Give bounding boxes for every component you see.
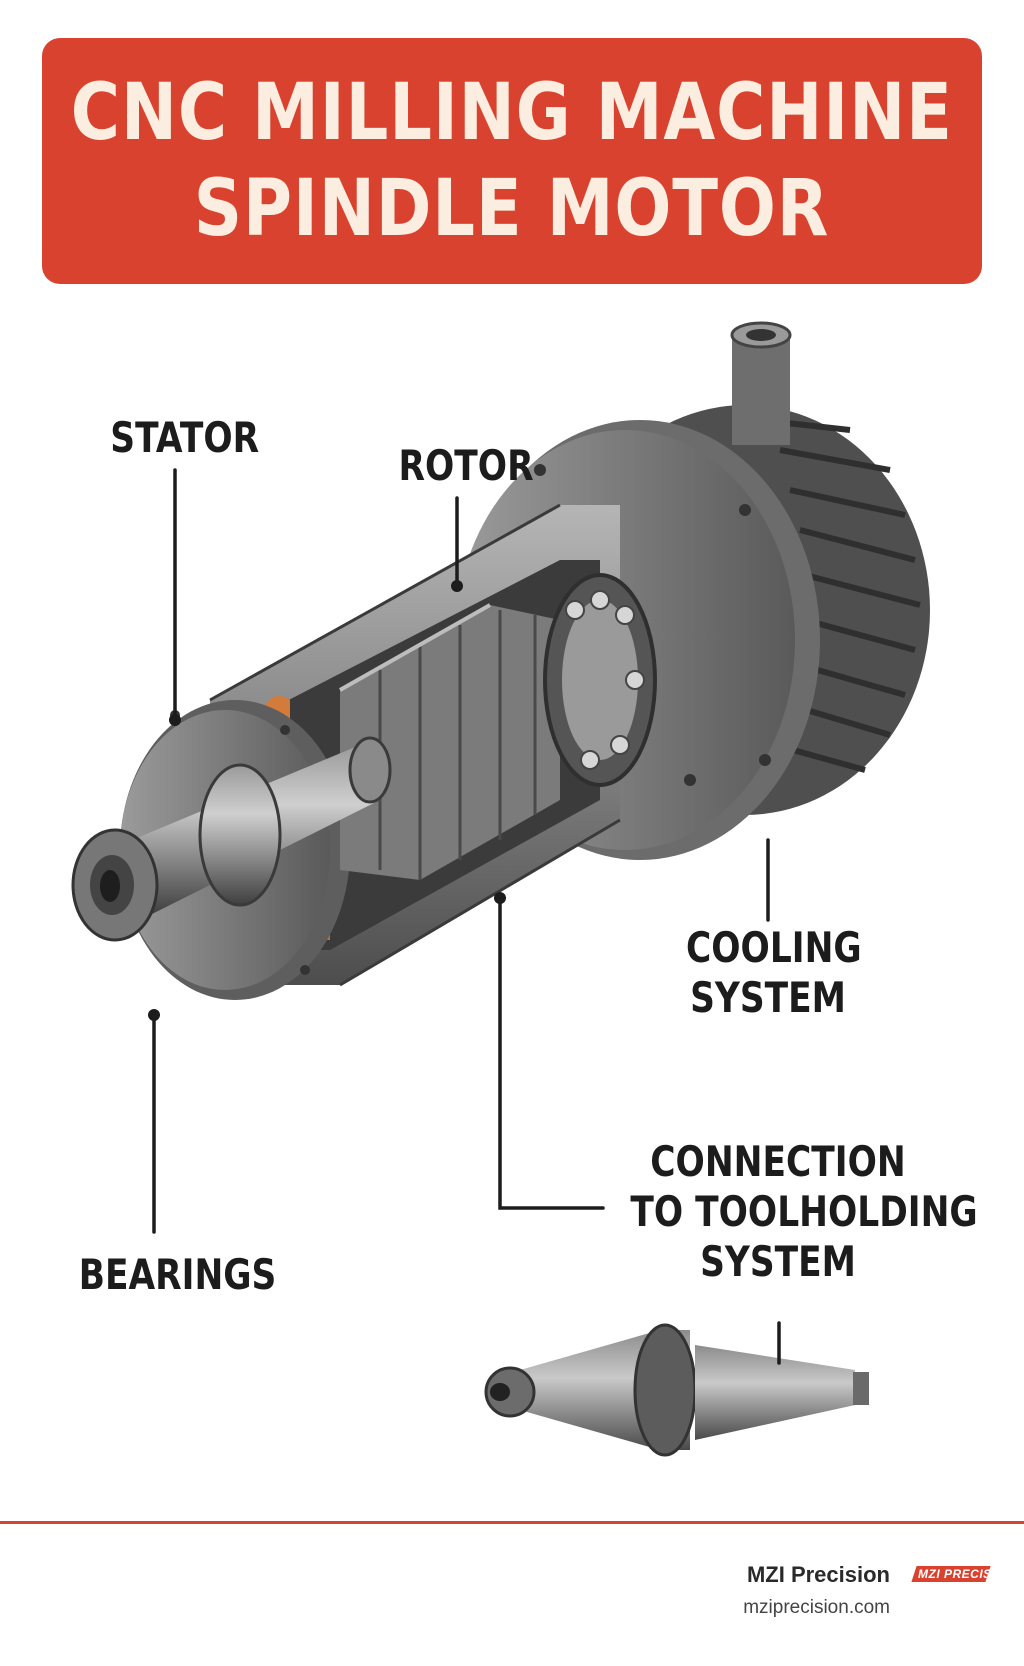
footer-divider bbox=[0, 1521, 1024, 1524]
label-stator: STATOR bbox=[110, 413, 260, 462]
leader-lines bbox=[152, 468, 781, 1365]
brand-name: MZI Precision bbox=[746, 1562, 890, 1587]
toolholder bbox=[484, 1323, 869, 1457]
leader-dots bbox=[148, 580, 506, 1021]
title-banner: CNC MILLING MACHINE SPINDLE MOTOR bbox=[42, 38, 982, 284]
label-connection-line1: CONNECTION bbox=[650, 1137, 906, 1186]
label-cooling-line1: COOLING bbox=[686, 923, 862, 972]
bearing-ring bbox=[543, 573, 657, 787]
coolant-pipe bbox=[730, 321, 792, 445]
spindle-shaft bbox=[71, 736, 392, 942]
label-connection-line3: SYSTEM bbox=[700, 1237, 856, 1286]
logo-text: MZI PRECISION bbox=[918, 1567, 1015, 1581]
brand-url: mziprecision.com bbox=[743, 1597, 890, 1618]
label-bearings: BEARINGS bbox=[78, 1250, 277, 1299]
brand-logo: MZI PRECISION bbox=[911, 1566, 1015, 1582]
label-cooling-line2: SYSTEM bbox=[690, 973, 846, 1022]
rotor-core bbox=[339, 603, 560, 880]
title-line-2: SPINDLE MOTOR bbox=[194, 164, 830, 254]
label-rotor: ROTOR bbox=[398, 441, 534, 490]
title-line-1: CNC MILLING MACHINE bbox=[71, 68, 953, 158]
label-connection-line2: TO TOOLHOLDING bbox=[630, 1187, 978, 1236]
